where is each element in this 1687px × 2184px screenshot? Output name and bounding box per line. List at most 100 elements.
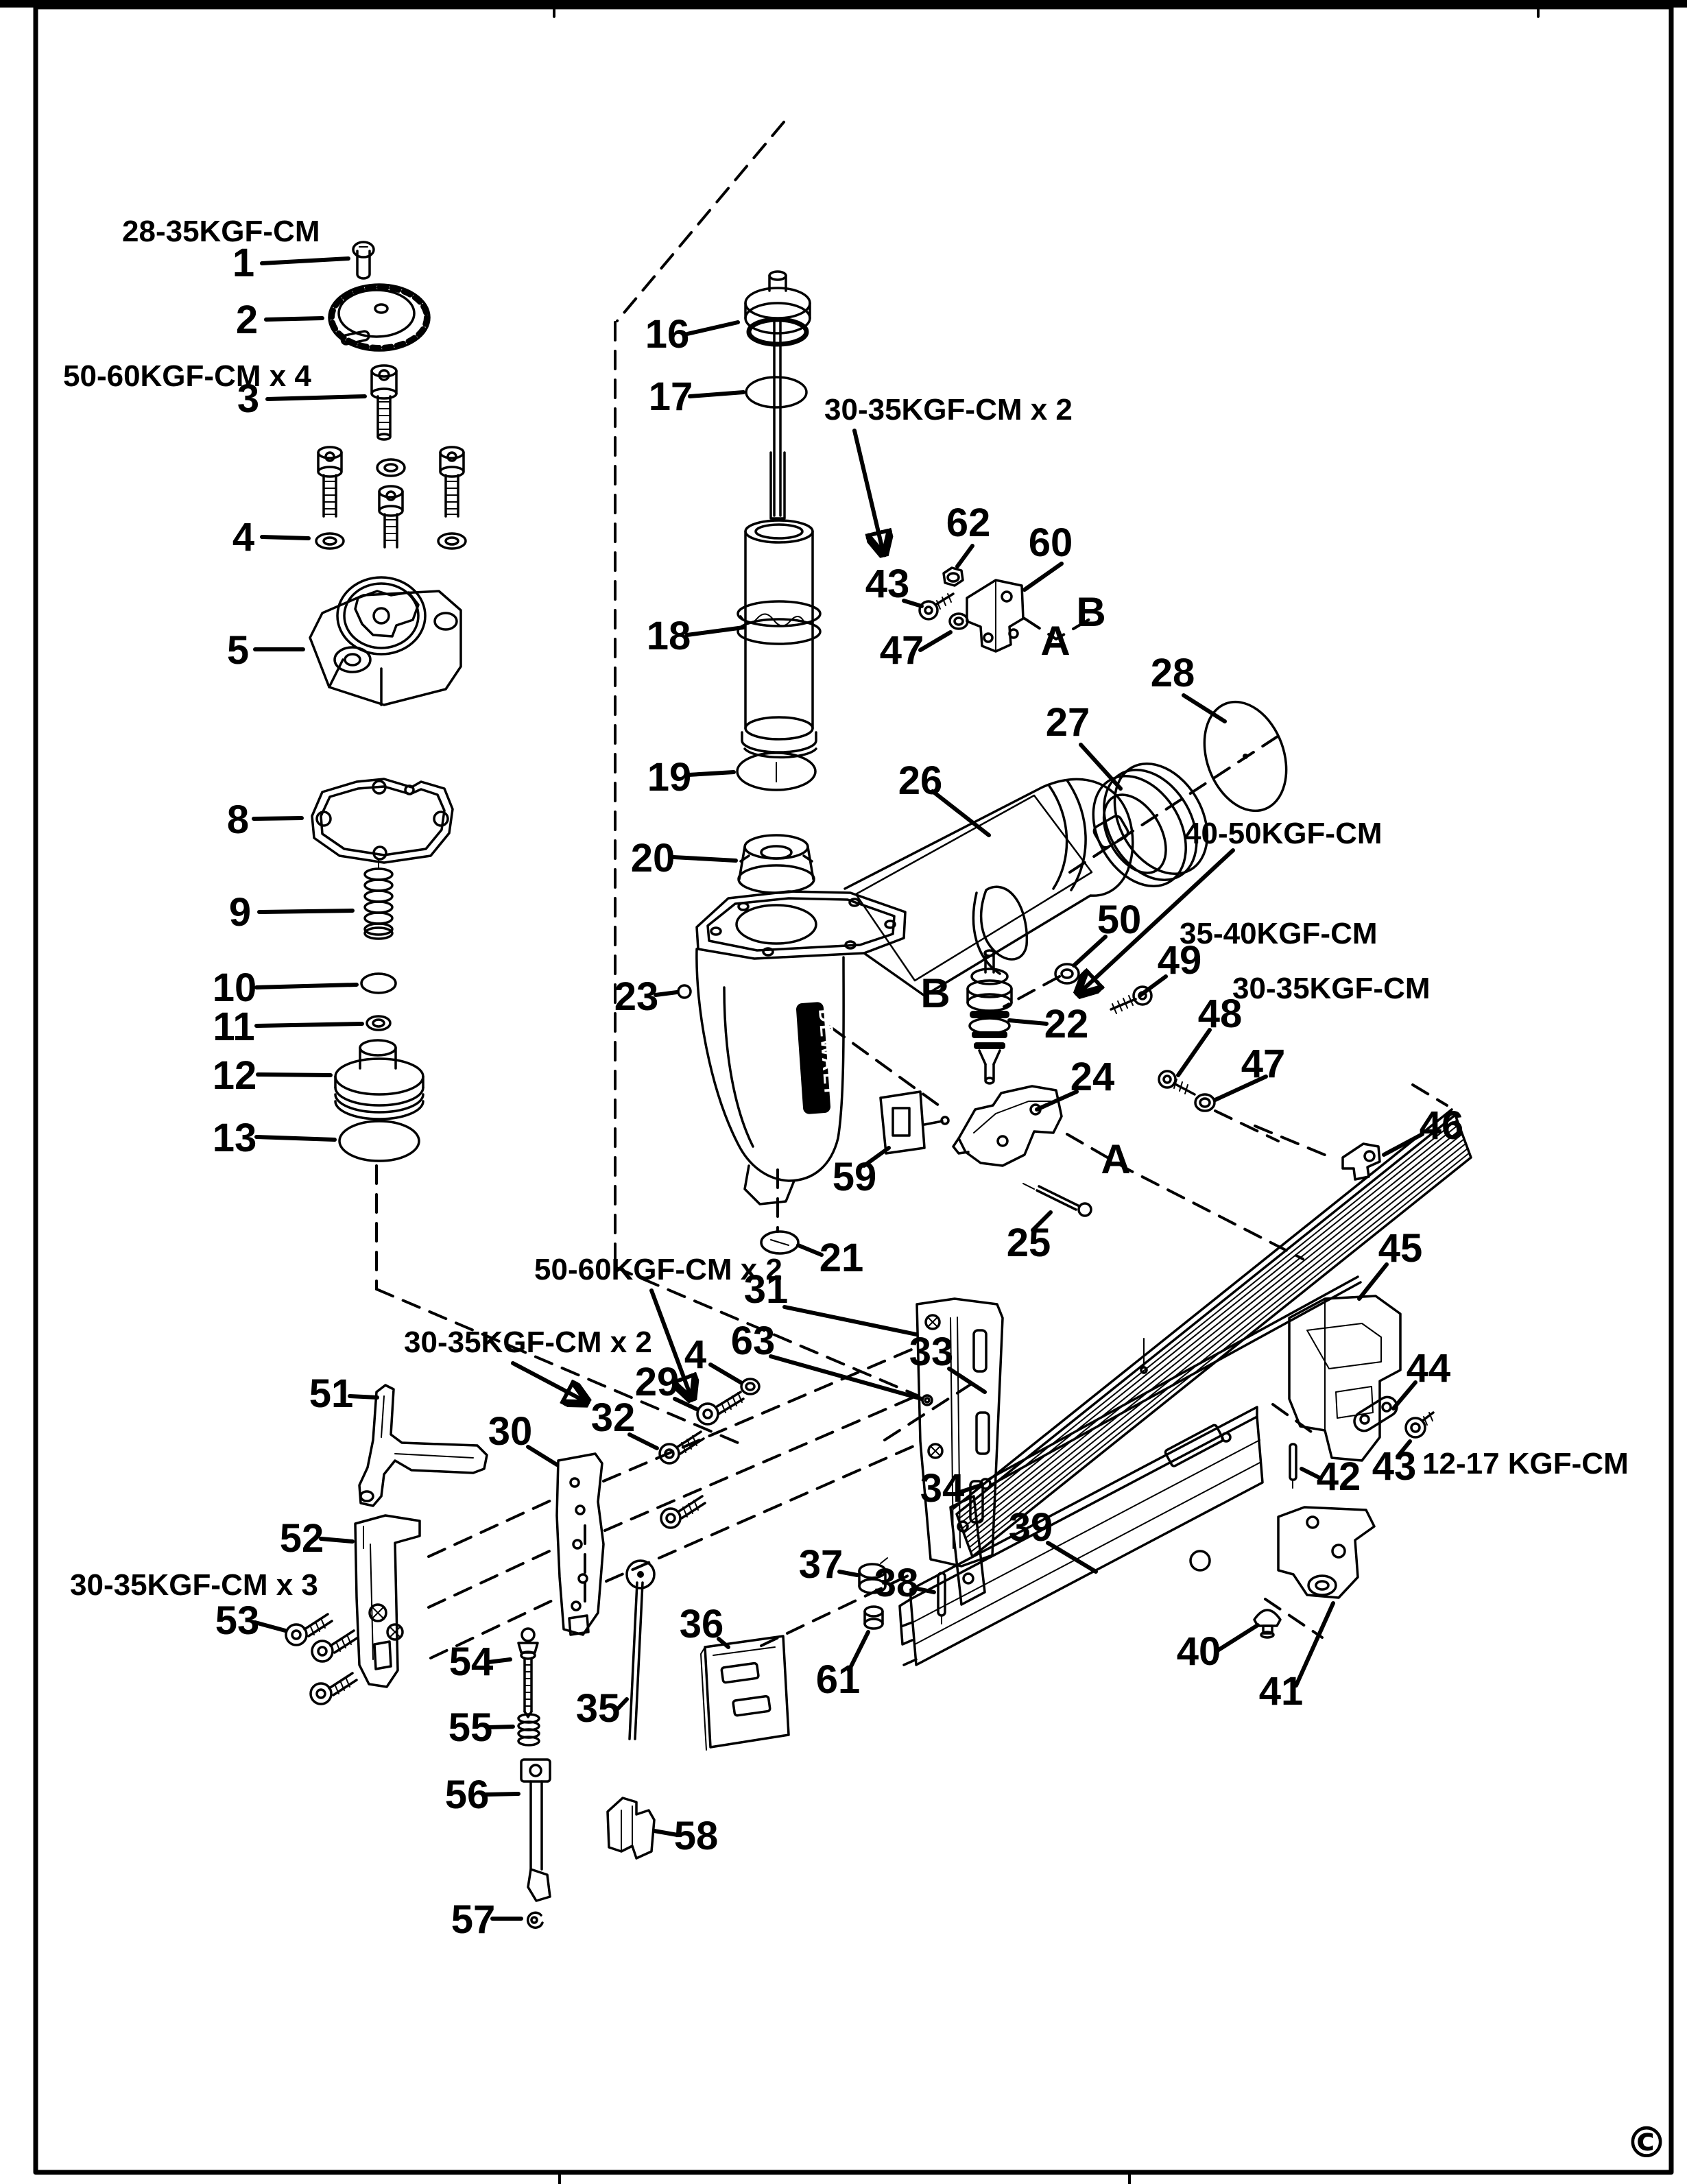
part-number-label-8-5: 8 (227, 797, 249, 842)
part-number-label-45-41: 45 (1378, 1226, 1423, 1271)
part-number-label-24-19: 24 (1070, 1055, 1115, 1099)
leader-line-part-39-34 (1046, 1541, 1098, 1574)
leader-line-part-48-45 (1176, 1028, 1212, 1077)
part-number-label-57-54: 57 (451, 1897, 496, 1942)
part-43-screw-lower-drawing (1404, 1411, 1435, 1439)
leader-line-part-23-18 (654, 990, 679, 997)
part-number-label-4-3: 4 (232, 515, 254, 560)
leader-line-part-58-55 (652, 1829, 680, 1837)
leader-line-part-8-5 (252, 816, 304, 821)
leader-line-part-40-35 (1215, 1623, 1260, 1653)
trigger-drawing (979, 885, 1029, 961)
part-20-cylinder-cap-drawing (737, 834, 815, 894)
leader-line-part-50-47 (1072, 935, 1108, 968)
part-number-label-48-45: 48 (1198, 992, 1243, 1036)
part-number-label-47-43: 47 (880, 628, 924, 673)
part-16-piston-stop-drawing (744, 270, 811, 347)
leader-line-part-31-26 (782, 1305, 918, 1336)
part-number-label-50-47: 50 (1097, 898, 1142, 942)
part-25-pin-drawing (1022, 1183, 1092, 1217)
ref-letter-a-3: A (1101, 1136, 1130, 1182)
torque-label-4: 35-40KGF-CM (1180, 917, 1378, 950)
part-51-lever-drawing (358, 1384, 488, 1507)
part-62-nut-drawing (942, 566, 964, 587)
leader-line-part-62-59 (955, 544, 974, 568)
leader-line-part-53-50 (253, 1620, 287, 1633)
dashed-guide-lines (375, 121, 1448, 1659)
part-number-label-43-38: 43 (865, 562, 910, 606)
part-number-label-5-4: 5 (227, 628, 249, 673)
part-number-label-23-18: 23 (614, 974, 659, 1019)
part-number-label-18-13: 18 (647, 614, 691, 658)
leader-line-part-22-17 (1007, 1018, 1049, 1026)
torque-arrow-6 (649, 1288, 691, 1397)
part-40-knob-drawing (1253, 1609, 1282, 1639)
part-44-latch-link-drawing (1353, 1395, 1398, 1432)
part-57-ring-drawing (526, 1911, 544, 1929)
part-number-label-52-49: 52 (280, 1516, 324, 1561)
torque-label-1: 50-60KGF-CM x 4 (63, 359, 311, 393)
leader-line-part-45-41 (1357, 1262, 1389, 1301)
part-11-washer-drawing (366, 1015, 392, 1031)
leader-line-part-24-19 (1035, 1090, 1079, 1112)
part-number-label-30-25: 30 (488, 1409, 533, 1454)
leader-line-part-17-12 (688, 390, 745, 398)
part-37-bumper-drawing (858, 1557, 888, 1594)
part-number-label-56-53: 56 (445, 1773, 490, 1817)
part-2-adjustment-wheel-drawing (328, 283, 431, 352)
leader-line-part-18-13 (685, 625, 745, 637)
copyright-symbol: © (1625, 2117, 1668, 2168)
part-number-label-59-56: 59 (833, 1155, 877, 1199)
part-47-washer-top-drawing (948, 612, 969, 630)
part-39-magazine-cover-drawing (898, 1338, 1264, 1666)
part-61-spacer-drawing (863, 1605, 884, 1630)
part-number-label-34-29: 34 (920, 1466, 965, 1511)
part-number-label-54-51: 54 (449, 1640, 494, 1684)
leader-line-part-42-37 (1300, 1467, 1323, 1480)
part-18-cylinder-drawing (737, 519, 822, 759)
part-number-label-53-50: 53 (215, 1598, 260, 1643)
leader-line-part-4-3 (260, 535, 311, 540)
part-number-label-26-21: 26 (898, 758, 943, 803)
part-38-pin-drawing (937, 1572, 946, 1624)
labels-layer: 1234589101112131617181920212223242526272… (63, 215, 1629, 1942)
part-number-label-35-30: 35 (576, 1686, 621, 1731)
part-8-gasket-drawing (311, 778, 454, 864)
grip-knurl (854, 794, 1093, 982)
torque-label-6: 50-60KGF-CM x 2 (534, 1253, 782, 1286)
leader-line-part-2-1 (264, 316, 324, 322)
part-number-label-40-35: 40 (1177, 1629, 1221, 1674)
part-number-label-42-37: 42 (1317, 1454, 1361, 1499)
leader-line-part-52-49 (319, 1537, 355, 1544)
leader-line-part-32-27 (627, 1432, 659, 1450)
part-36-cover-plate-drawing (700, 1635, 790, 1751)
leader-line-part-4-61 (708, 1363, 743, 1384)
part-43-screw-drawing (918, 592, 955, 621)
part-number-label-29-24: 29 (635, 1360, 680, 1404)
leader-line-part-16-11 (685, 320, 740, 336)
leader-line-part-11-8 (254, 1022, 364, 1028)
leader-line-part-54-51 (486, 1657, 512, 1664)
part-47-washer-lower-drawing (1194, 1093, 1216, 1112)
part-10-o-ring-drawing (360, 972, 397, 994)
part-29-screw-drawing (696, 1391, 745, 1426)
part-17-o-ring-drawing (745, 376, 808, 409)
leader-line-part-41-36 (1294, 1601, 1335, 1688)
torque-label-2: 30-35KGF-CM x 2 (824, 393, 1073, 427)
part-number-label-21-16: 21 (819, 1236, 864, 1280)
part-52-bracket-drawing (354, 1514, 421, 1688)
leader-line-part-43-38 (902, 599, 924, 608)
part-55-spring-drawing (517, 1713, 540, 1747)
part-23-o-ring-drawing (677, 984, 692, 999)
leader-line-part-47-43 (918, 630, 953, 652)
leader-line-part-51-48 (348, 1394, 379, 1400)
part-60-bracket-drawing (966, 579, 1025, 653)
part-number-label-10-7: 10 (213, 965, 257, 1010)
torque-arrow-2 (852, 429, 883, 553)
part-12-piston-drawing (334, 1039, 424, 1120)
leader-line-part-47-44 (1213, 1075, 1268, 1102)
part-45-latch-housing-drawing (1288, 1295, 1402, 1462)
leader-line-part-21-16 (796, 1243, 824, 1257)
